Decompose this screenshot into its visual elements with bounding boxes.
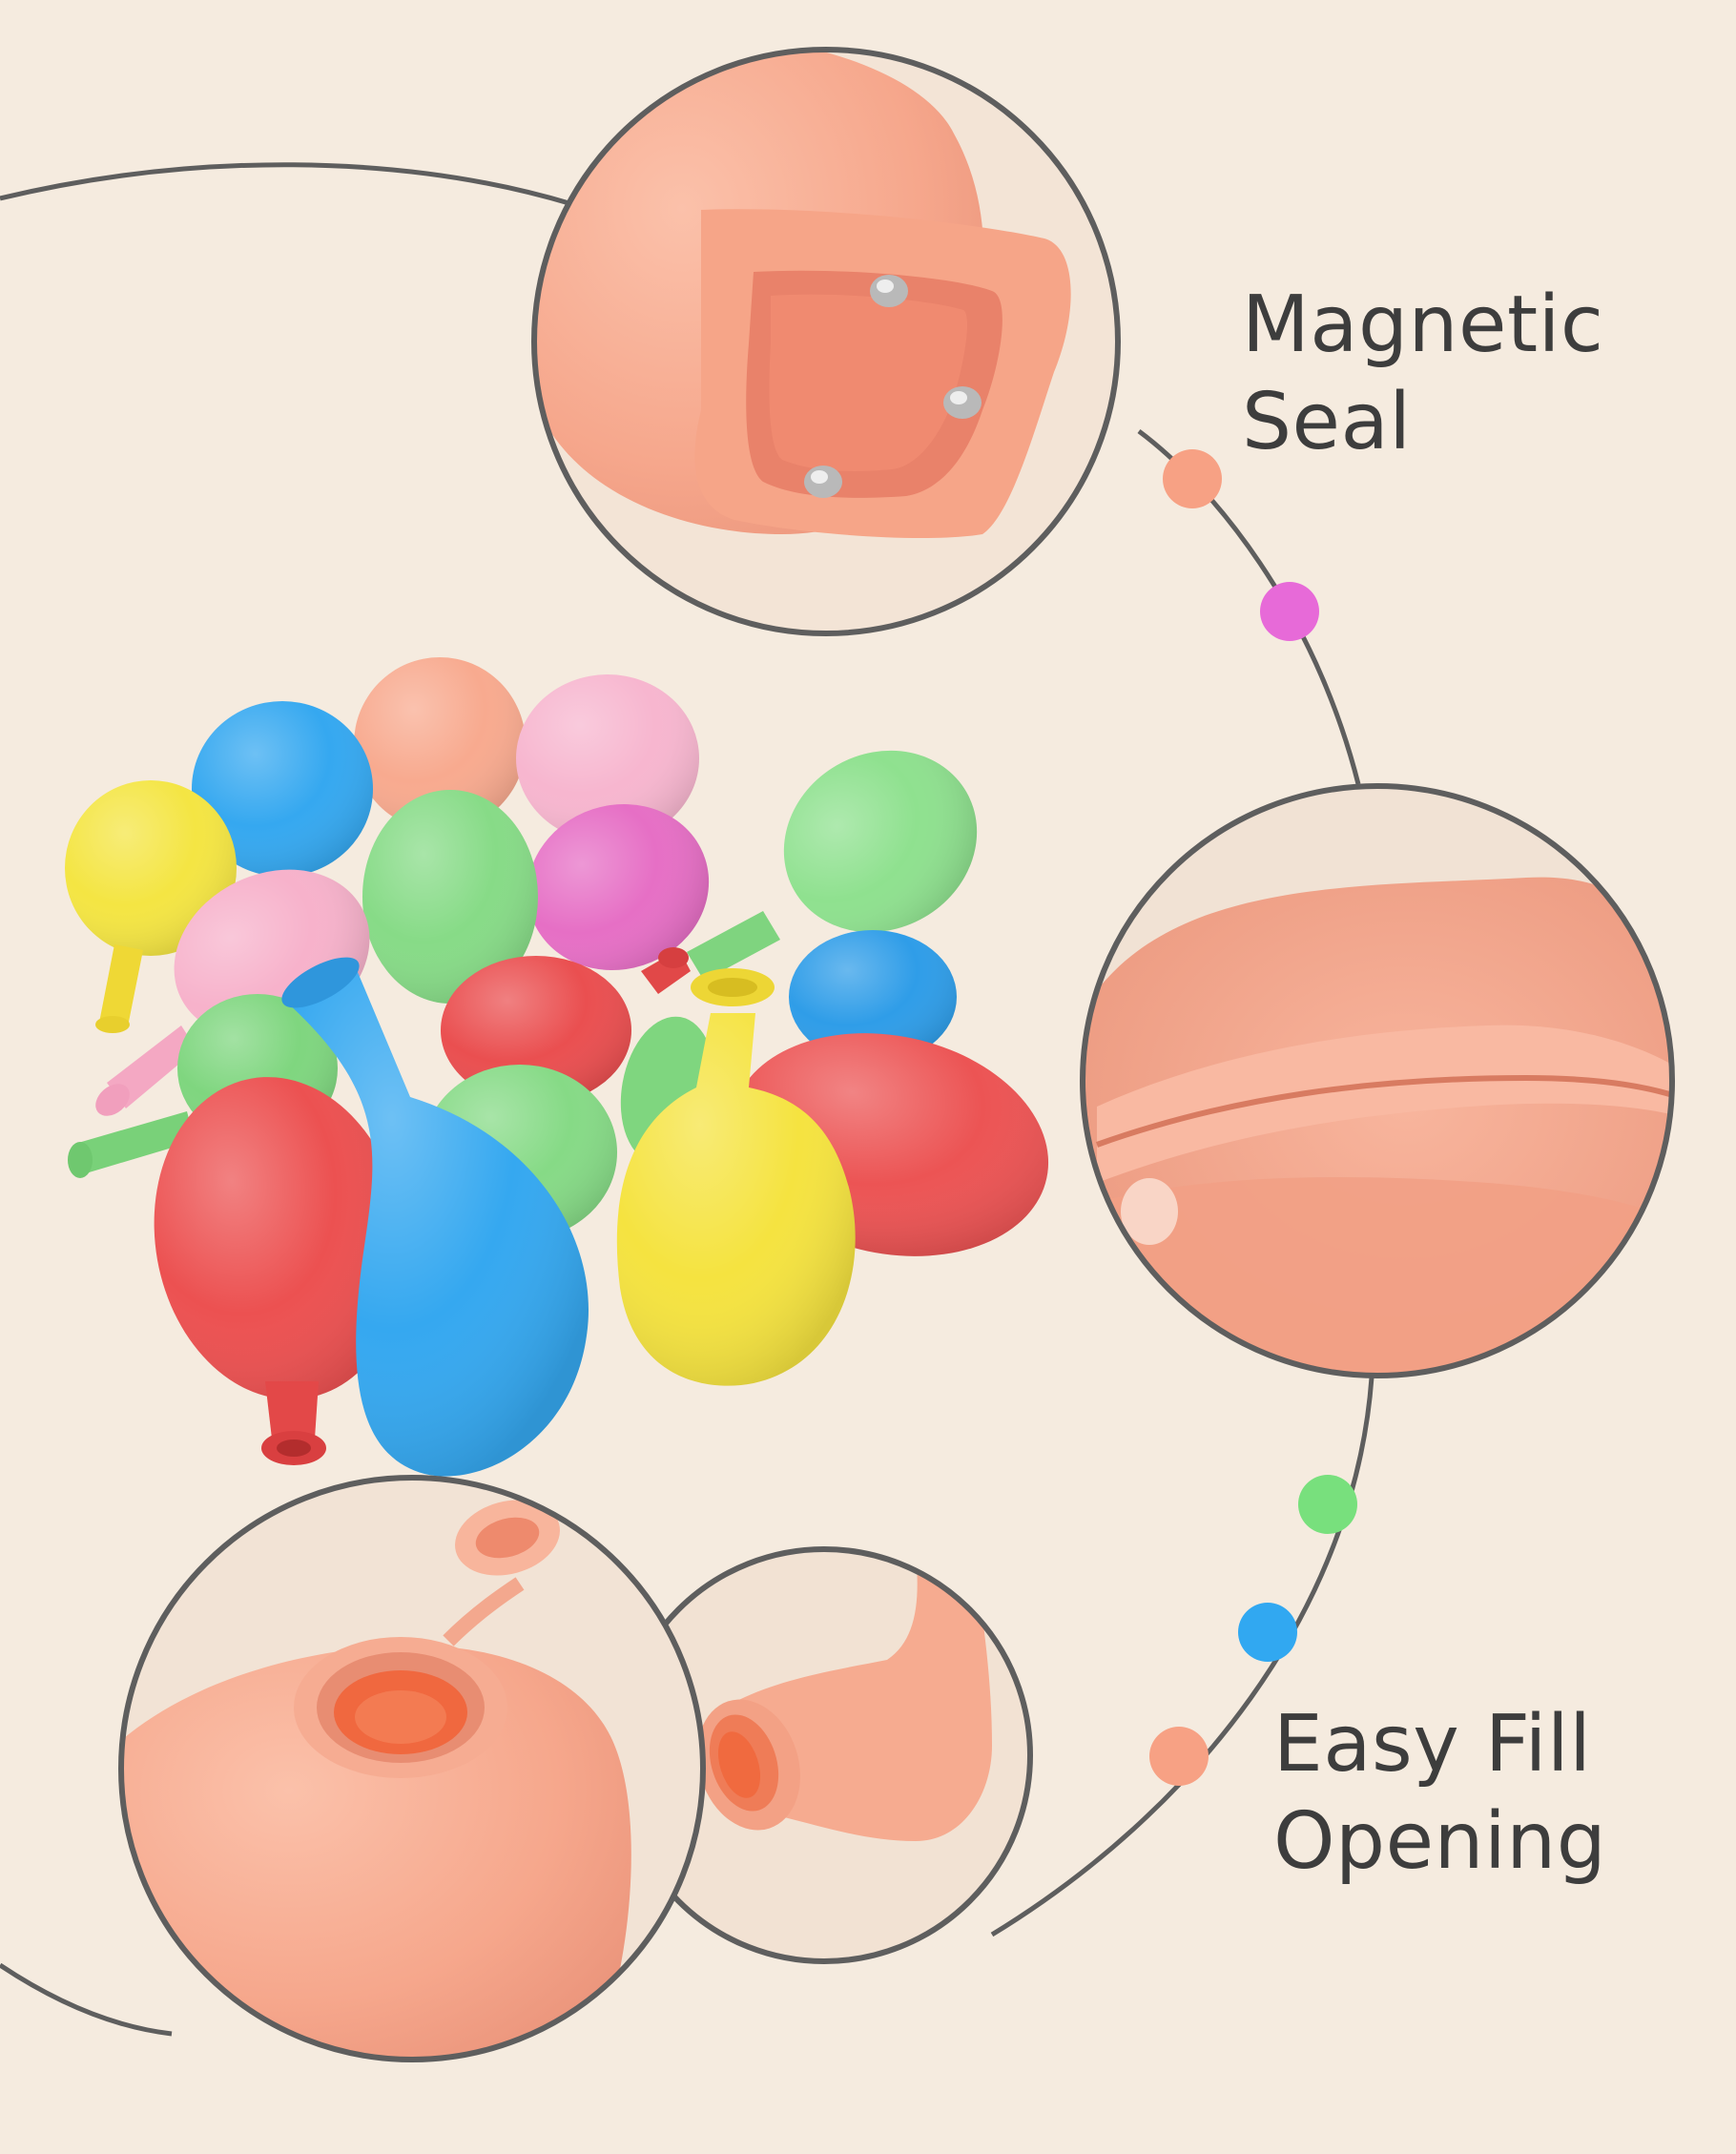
connector-line-bottom-left	[0, 1962, 173, 2037]
magnetic-seal-label: Magnetic Seal	[1242, 277, 1604, 471]
connector-line-top	[0, 162, 573, 207]
easy-fill-opening-label: Easy Fill Opening	[1273, 1696, 1606, 1891]
easy-fill-line2: Opening	[1273, 1796, 1607, 1887]
closeup-sealed-opening	[1080, 783, 1675, 1378]
closeup-fill-opening-side	[615, 1546, 1033, 1964]
easy-fill-line1: Easy Fill	[1273, 1699, 1592, 1790]
balloon-pile	[65, 657, 1049, 1477]
closeup-magnetic-seal	[531, 47, 1121, 636]
connector-line-right	[1137, 428, 1361, 785]
dot-blue	[1238, 1603, 1297, 1662]
dot-green	[1298, 1475, 1357, 1534]
magnetic-seal-line1: Magnetic	[1242, 280, 1604, 370]
closeup-fill-opening-top	[118, 1475, 706, 2062]
magnetic-seal-line2: Seal	[1242, 377, 1412, 467]
dot-magenta	[1260, 582, 1319, 641]
dot-peach-top	[1163, 449, 1222, 508]
dot-peach-bottom	[1149, 1727, 1209, 1786]
connector-line-lower-right	[990, 1377, 1374, 1937]
